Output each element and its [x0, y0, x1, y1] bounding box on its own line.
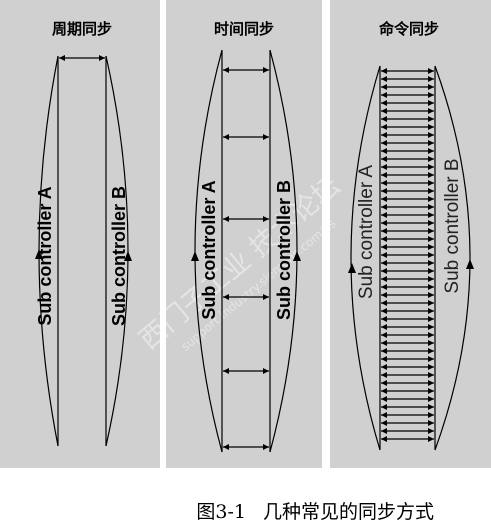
time-arc-b-arrowhead	[293, 251, 301, 261]
panel-periodic-label-a: Sub controller A	[35, 186, 55, 325]
command-arc-b-arrowhead	[466, 259, 474, 269]
time-arc-a-arrowhead	[191, 251, 199, 261]
panel-time-title: 时间同步	[214, 20, 274, 38]
panel-time-label-b: Sub controller B	[274, 180, 294, 320]
figure-caption: 几种常见的同步方式	[263, 501, 434, 523]
command-arc-b	[434, 65, 471, 451]
panel-command-label-b: Sub controller B	[442, 158, 463, 293]
periodic-arc-b-arrowhead	[124, 251, 132, 261]
time-arc-a	[194, 49, 223, 453]
periodic-arc-a-arrowhead	[35, 249, 43, 259]
command-arc-a	[350, 65, 381, 451]
panel-command-title: 命令同步	[378, 20, 439, 38]
panel-periodic-label-b: Sub controller B	[109, 186, 129, 326]
panel-time-bg	[166, 0, 322, 468]
panel-periodic-bg	[0, 0, 160, 468]
figure-number: 图3-1	[196, 501, 246, 523]
panel-command-bg	[330, 0, 491, 468]
panel-time-label-a: Sub controller A	[199, 180, 219, 319]
panel-periodic-title: 周期同步	[52, 20, 112, 38]
panel-command-label-a: Sub controller A	[356, 165, 377, 299]
command-arc-a-arrowhead	[348, 263, 356, 273]
diagram-geometry	[35, 49, 474, 453]
time-arc-b	[269, 49, 298, 453]
